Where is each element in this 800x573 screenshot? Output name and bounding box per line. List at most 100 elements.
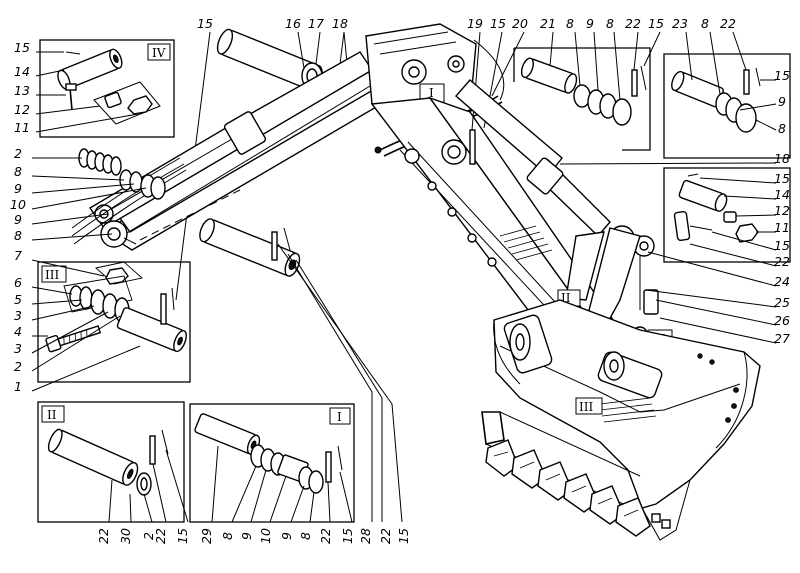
inset-I-label-box bbox=[329, 407, 351, 425]
callout-c15ab: 15 bbox=[396, 528, 411, 544]
callout-c12a: 12 bbox=[14, 102, 30, 117]
inset-I-cotter bbox=[325, 451, 332, 483]
callout-c15y: 15 bbox=[774, 238, 790, 253]
callout-c28: 28 bbox=[358, 528, 373, 544]
callout-c1a: 1 bbox=[14, 379, 22, 394]
inset-IV-frame bbox=[39, 39, 175, 138]
callout-c12b: 12 bbox=[774, 203, 790, 218]
callout-c23: 23 bbox=[672, 16, 688, 31]
inset-IV-bolt bbox=[69, 87, 73, 111]
inset-I-label: I bbox=[337, 410, 342, 424]
callout-c15x: 15 bbox=[774, 171, 790, 186]
inset-II-frame bbox=[37, 401, 185, 523]
marker-I: I bbox=[429, 86, 434, 100]
marker-III: III bbox=[579, 400, 593, 414]
pin-28 bbox=[199, 218, 301, 277]
bucket-teeth bbox=[485, 439, 691, 541]
callout-c15v: 15 bbox=[648, 16, 664, 31]
callout-c7a: 7 bbox=[14, 248, 22, 263]
callout-c30: 30 bbox=[118, 528, 133, 544]
callout-c27: 27 bbox=[774, 331, 790, 346]
inset-III-pin bbox=[116, 307, 187, 353]
callout-c22e: 22 bbox=[153, 528, 168, 544]
inset-II-pin bbox=[47, 428, 139, 486]
inset-view-IV: IV bbox=[35, 39, 175, 138]
callout-c15a: 15 bbox=[14, 40, 30, 55]
inset-view-III: III bbox=[31, 259, 191, 392]
inset-top-right-a bbox=[513, 31, 661, 151]
callout-c11a: 11 bbox=[14, 120, 30, 135]
boom bbox=[31, 51, 414, 251]
inset-III-rings bbox=[69, 285, 130, 323]
callout-c9b: 9 bbox=[14, 212, 22, 227]
inset-IV-label-box bbox=[147, 43, 171, 61]
callout-c8d: 8 bbox=[606, 16, 614, 31]
callout-c22b: 22 bbox=[720, 16, 736, 31]
callout-c13a: 13 bbox=[14, 83, 30, 98]
marker-II: II bbox=[561, 291, 571, 305]
callout-c14b: 14 bbox=[774, 187, 790, 202]
callout-c6a: 6 bbox=[14, 275, 22, 290]
callout-c10a: 10 bbox=[10, 197, 26, 212]
callout-c9f: 9 bbox=[279, 532, 294, 540]
callout-c9a: 9 bbox=[14, 181, 22, 196]
callout-c3b: 3 bbox=[14, 341, 22, 356]
callout-c8e: 8 bbox=[701, 16, 709, 31]
pin-14 bbox=[678, 179, 728, 212]
inset-IV-pin bbox=[57, 48, 123, 90]
callout-c14a: 14 bbox=[14, 64, 30, 79]
callout-c5a: 5 bbox=[14, 292, 22, 307]
callout-c20: 20 bbox=[512, 16, 528, 31]
callout-c8c: 8 bbox=[566, 16, 574, 31]
inset-IV-group bbox=[93, 81, 161, 125]
callout-c4a: 4 bbox=[14, 324, 22, 339]
callout-c2c: 2 bbox=[141, 532, 156, 540]
callout-c8f: 8 bbox=[778, 121, 786, 136]
inset-I-frame bbox=[189, 403, 355, 523]
callout-c19: 19 bbox=[467, 16, 483, 31]
callout-c18t: 18 bbox=[332, 16, 348, 31]
pin-21 bbox=[520, 57, 578, 94]
inset-I-rings bbox=[250, 444, 324, 494]
cylinder-seal-stack bbox=[78, 148, 166, 200]
callout-c2a: 2 bbox=[14, 146, 22, 161]
callout-c11b: 11 bbox=[774, 220, 790, 235]
inset-view-I: I bbox=[189, 403, 355, 523]
inset-view-II: II bbox=[37, 401, 189, 523]
callout-c9e: 9 bbox=[239, 532, 254, 540]
callout-c8a: 8 bbox=[14, 164, 22, 179]
inset-right-mid bbox=[663, 167, 791, 267]
callout-c22g: 22 bbox=[378, 528, 393, 544]
inset-top-right-b bbox=[663, 31, 791, 159]
callout-c15aa: 15 bbox=[340, 528, 355, 544]
inset-III-label: III bbox=[45, 268, 59, 282]
inset-III-label-box bbox=[41, 265, 67, 283]
callout-c9c: 9 bbox=[586, 16, 594, 31]
bucket-cylinder bbox=[455, 79, 777, 257]
callout-c24: 24 bbox=[774, 274, 790, 289]
inset-II-cotter bbox=[149, 435, 156, 465]
callout-c8g: 8 bbox=[220, 532, 235, 540]
inset-II-label-box bbox=[41, 405, 65, 423]
callout-c2b: 2 bbox=[14, 359, 22, 374]
callout-c3a: 3 bbox=[14, 308, 22, 323]
inset-III-cotter bbox=[160, 293, 167, 325]
callout-c22f: 22 bbox=[318, 528, 333, 544]
callout-c29: 29 bbox=[199, 528, 214, 544]
bucket: III bbox=[481, 299, 761, 509]
callout-c25: 25 bbox=[774, 295, 790, 310]
callout-c8h: 8 bbox=[298, 532, 313, 540]
inset-II-label: II bbox=[47, 408, 57, 422]
callout-c22c: 22 bbox=[774, 254, 790, 269]
callout-c9d: 9 bbox=[778, 94, 786, 109]
callout-c22a: 22 bbox=[625, 16, 641, 31]
callout-c8b: 8 bbox=[14, 228, 22, 243]
inset-IV-label: IV bbox=[152, 46, 166, 60]
callout-c17: 17 bbox=[308, 16, 324, 31]
callout-c21: 21 bbox=[540, 16, 556, 31]
callout-c10b: 10 bbox=[258, 528, 273, 544]
pin-23 bbox=[671, 70, 724, 108]
inset-III-frame bbox=[37, 261, 191, 383]
